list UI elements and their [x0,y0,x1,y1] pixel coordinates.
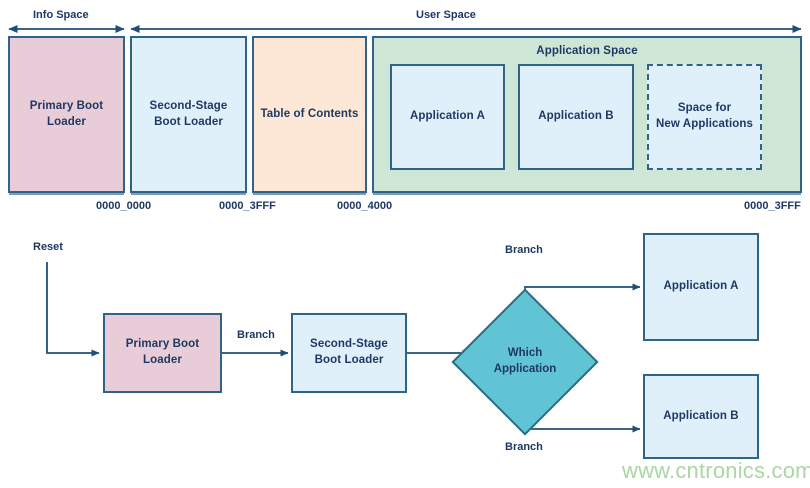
region-table-of-contents[interactable]: Table of Contents [252,36,367,193]
reset-label: Reset [33,241,63,253]
region-application-space[interactable]: Application Space Application A Applicat… [372,36,802,193]
application-space-title: Application Space [536,45,638,57]
watermark: www.cntronics.com [622,458,810,483]
info-space-label: Info Space [33,9,89,21]
address-label-0000-3fff-low: 0000_3FFF [219,200,276,212]
edge-label-branch-3: Branch [505,441,543,453]
user-space-label: User Space [416,9,476,21]
address-label-0000-4000: 0000_4000 [337,200,393,212]
slot-application-a[interactable]: Application A [390,64,505,170]
edge-label-branch-1: Branch [237,329,275,341]
edge-label-branch-2: Branch [505,244,543,256]
edge-reset-to-primary [46,262,100,357]
address-label-0000-0000: 0000_0000 [96,200,152,212]
edge-decision-to-application-b [524,417,641,433]
node-application-a[interactable]: Application A [643,233,759,341]
slot-application-b[interactable]: Application B [518,64,634,170]
address-label-0000-3fff-high: 0000_3FFF [744,200,801,212]
node-application-b[interactable]: Application B [643,374,759,459]
